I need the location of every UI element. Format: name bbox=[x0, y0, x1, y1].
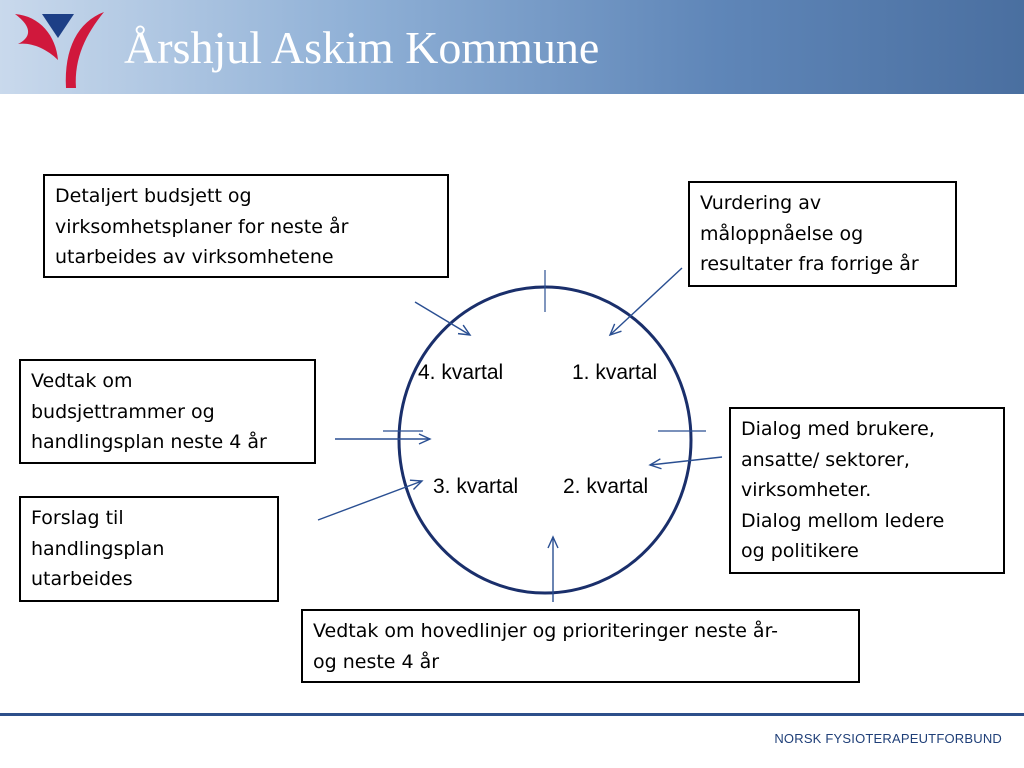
footer-divider bbox=[0, 713, 1024, 716]
page-title: Årshjul Askim Kommune bbox=[124, 22, 600, 73]
box-main-priorities: Vedtak om hovedlinjer og prioriteringer … bbox=[301, 609, 860, 683]
box-line: Dialog med brukere, bbox=[741, 418, 935, 440]
quarter-1-label: 1. kvartal bbox=[572, 361, 658, 384]
footer-org-name: NORSK FYSIOTERAPEUTFORBUND bbox=[774, 731, 1002, 746]
box-line: Forslag til bbox=[31, 507, 124, 529]
box-line: virksomhetsplaner for neste år bbox=[55, 215, 349, 238]
arrow-top-left bbox=[414, 301, 472, 336]
box-line: og politikere bbox=[741, 540, 859, 562]
box-line: utarbeides bbox=[31, 568, 133, 590]
box-dialog: Dialog med brukere, ansatte/ sektorer, v… bbox=[729, 407, 1005, 574]
box-line: handlingsplan bbox=[31, 537, 165, 560]
box-line: måloppnåelse og bbox=[700, 222, 864, 245]
box-evaluation: Vurdering av måloppnåelse og resultater … bbox=[688, 181, 957, 287]
box-detailed-budget: Detaljert budsjett og virksomhetsplaner … bbox=[43, 174, 449, 278]
quarter-3-label: 3. kvartal bbox=[433, 475, 519, 498]
box-line: Vedtak om bbox=[31, 370, 133, 392]
box-line: resultater fra forrige år bbox=[700, 253, 919, 275]
arrow-right bbox=[648, 456, 723, 470]
box-line: virksomheter. bbox=[741, 479, 872, 501]
box-line: Vedtak om hovedlinjer og prioriteringer … bbox=[313, 620, 779, 642]
box-budget-frames: Vedtak om budsjettrammer og handlingspla… bbox=[19, 359, 316, 464]
year-wheel-circle bbox=[397, 285, 693, 595]
box-line: utarbeides av virksomhetene bbox=[55, 246, 334, 268]
quarter-2-label: 2. kvartal bbox=[563, 475, 649, 498]
header-bar: Årshjul Askim Kommune bbox=[0, 0, 1024, 94]
box-line: handlingsplan neste 4 år bbox=[31, 431, 267, 453]
box-action-plan-proposal: Forslag til handlingsplan utarbeides bbox=[19, 496, 279, 602]
box-line: budsjettrammer og bbox=[31, 400, 215, 423]
box-line: ansatte/ sektorer, bbox=[741, 448, 910, 471]
box-line: og neste 4 år bbox=[313, 650, 440, 673]
box-line: Dialog mellom ledere bbox=[741, 509, 945, 532]
quarter-4-label: 4. kvartal bbox=[418, 361, 504, 384]
nff-logo-icon bbox=[15, 12, 104, 88]
box-line: Detaljert budsjett og bbox=[55, 185, 252, 207]
box-line: Vurdering av bbox=[700, 192, 822, 214]
arrow-lower-left bbox=[317, 479, 424, 521]
arrow-top-right bbox=[608, 267, 683, 337]
